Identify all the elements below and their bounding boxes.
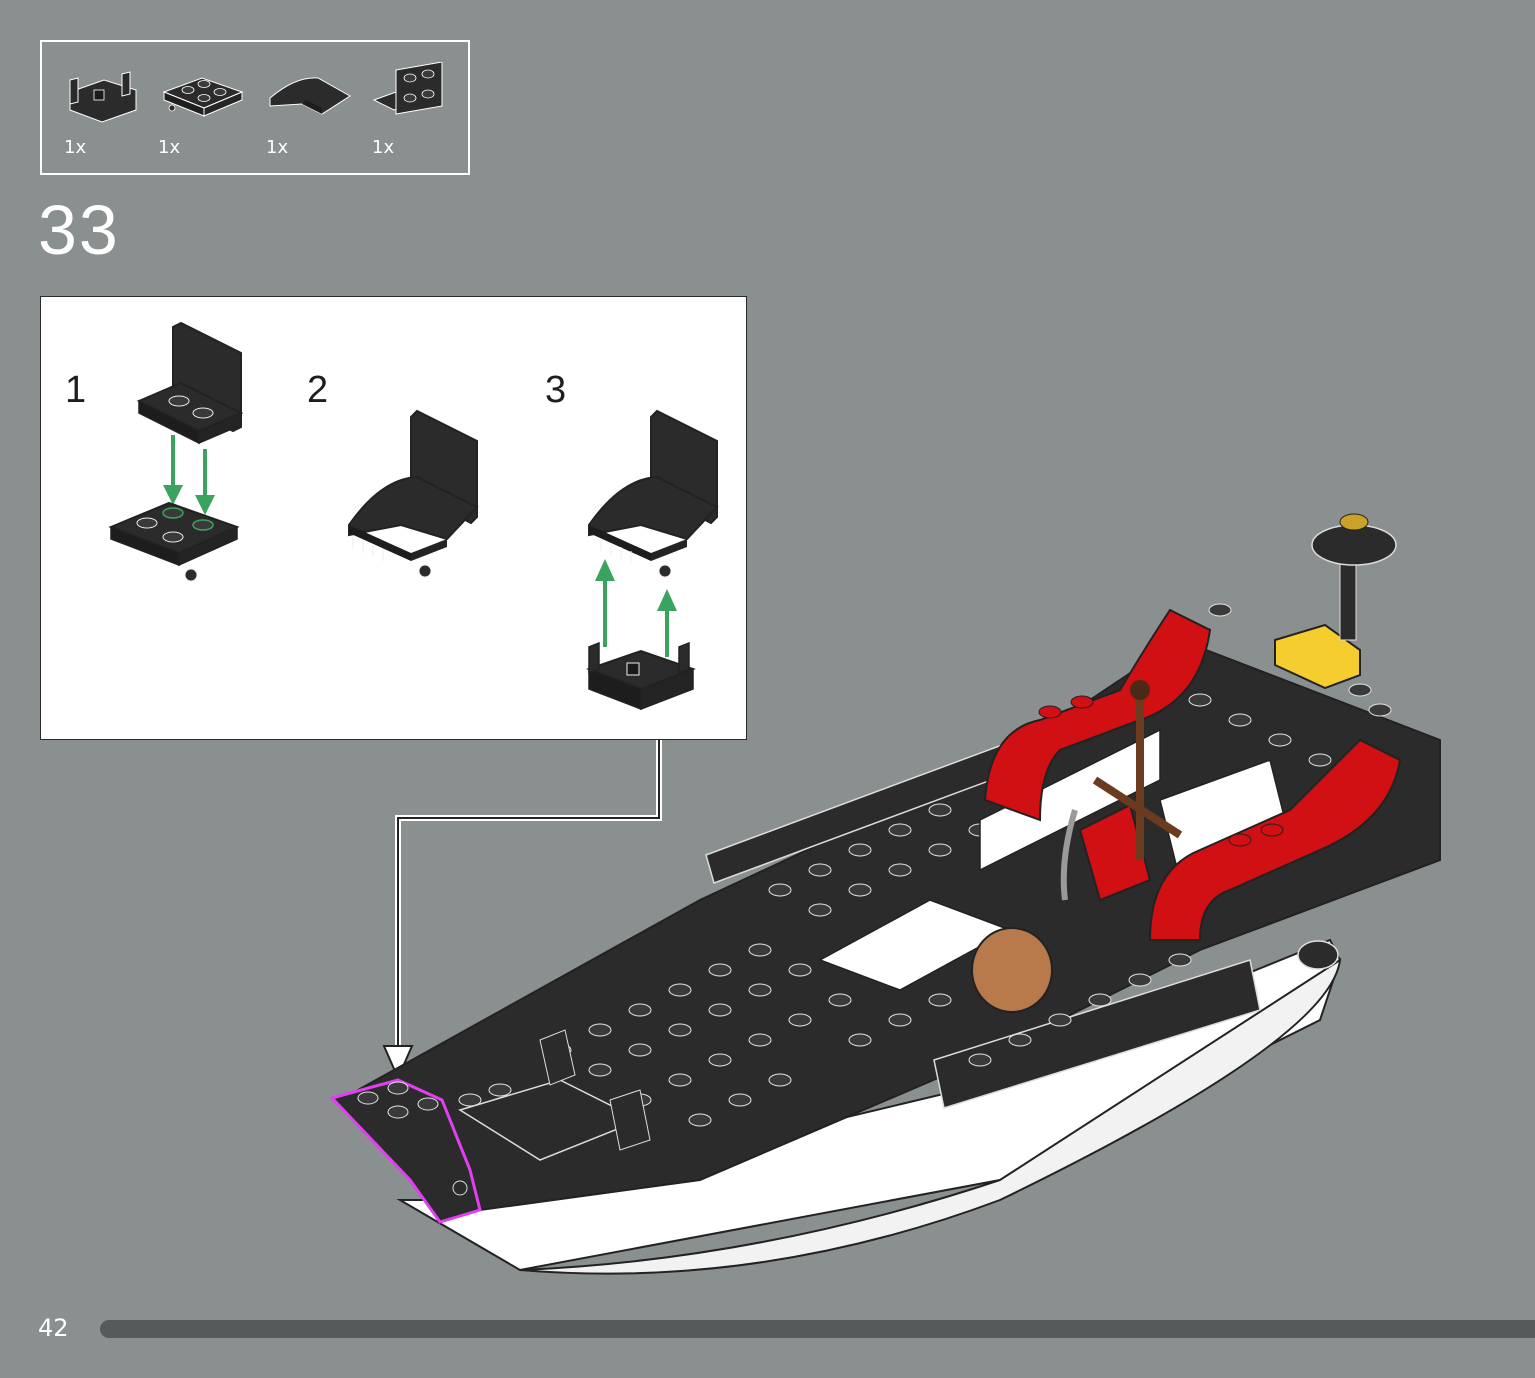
part-item: 1x <box>372 62 462 162</box>
step-number: 33 <box>38 191 120 269</box>
substep-1-illustration <box>108 321 244 582</box>
substep-number: 1 <box>65 369 87 411</box>
down-arrow-icon <box>382 1045 414 1081</box>
part-qty: 1x <box>266 137 289 158</box>
part-qty: 1x <box>158 137 181 158</box>
part-item: 1x <box>158 62 248 162</box>
page-progress-bar <box>100 1320 1535 1338</box>
substep-2-illustration <box>348 409 479 578</box>
curved-slope-icon <box>269 77 351 115</box>
substep-number: 3 <box>545 369 567 411</box>
part-item: 1x <box>266 62 356 162</box>
substep-3-illustration <box>586 409 719 711</box>
part-qty: 1x <box>372 137 395 158</box>
page-number: 42 <box>38 1314 69 1342</box>
bracket-plate-icon <box>69 71 137 123</box>
bracket-2x2-icon <box>372 62 443 115</box>
parts-list: 1x 1x 1x 1x <box>40 40 470 175</box>
plate-2x2-pins-icon <box>162 77 244 117</box>
part-qty: 1x <box>64 137 87 158</box>
sub-assembly-panel: 1 2 3 <box>40 296 747 740</box>
substep-number: 2 <box>307 369 329 411</box>
part-item: 1x <box>64 62 154 162</box>
